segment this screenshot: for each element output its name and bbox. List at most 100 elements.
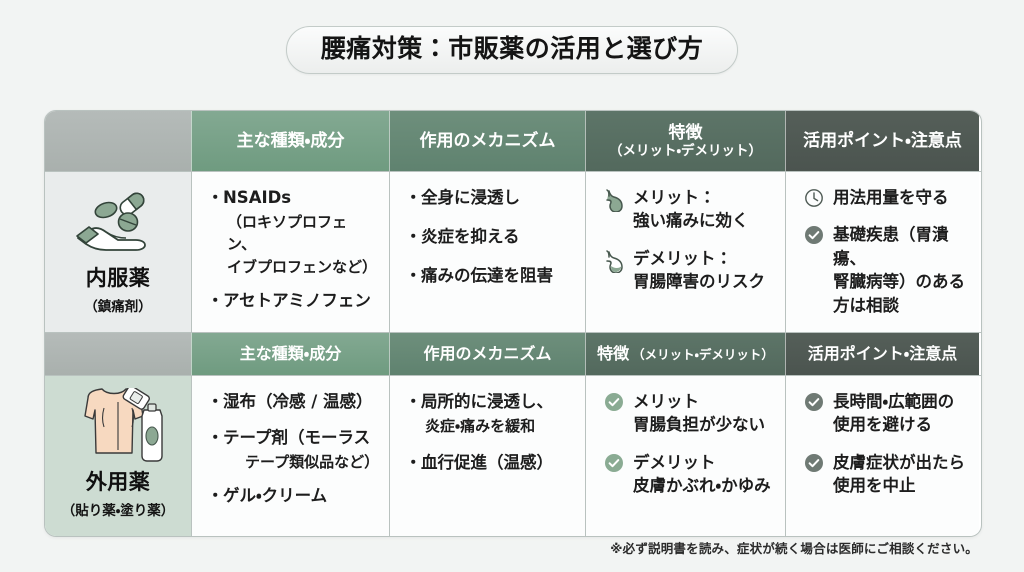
mechanism-list: 全身に浸透し 炎症を抑える 痛みの伝達を阻害 xyxy=(405,186,571,289)
stomach-outline-icon xyxy=(602,247,626,273)
list-item: 痛みの伝達を阻害 xyxy=(405,264,571,289)
list-item: デメリット 皮膚かぶれ・かゆみ xyxy=(602,451,771,498)
header-cell-mechanism: 作用のメカニズム xyxy=(389,111,585,171)
clock-icon xyxy=(802,186,826,208)
types-list: NSAIDs （ロキソプロフェン、 イブプロフェンなど） アセトアミノフェン xyxy=(207,186,378,314)
feature-line1: メリット xyxy=(633,392,699,411)
feature-line1: デメリット xyxy=(633,452,716,472)
feature-text: デメリット： 胃腸障害のリスク xyxy=(633,247,765,294)
list-item: 用法用量を守る xyxy=(802,186,965,209)
list-item: ゲル・クリーム xyxy=(207,484,375,509)
feature-text: メリット： 強い痛みに効く xyxy=(633,186,749,233)
item-text: 湿布（冷感 / 温感） xyxy=(223,392,373,411)
tip-line1: 長時間・広範囲の xyxy=(833,392,955,411)
item-text: アセトアミノフェン xyxy=(223,291,371,311)
features-list: メリット： 強い痛みに効く デメリ xyxy=(602,186,771,294)
cell-tips-gaiyouyaku: 長時間・広範囲の 使用を避ける 皮膚症状が出たら xyxy=(785,376,979,536)
check-circle-green-icon xyxy=(602,390,626,412)
cell-features-naifukuyaku: メリット： 強い痛みに効く デメリ xyxy=(585,172,785,332)
tip-text: 基礎疾患（胃潰瘍、 腎臓病等）のある 方は相談 xyxy=(833,223,965,317)
header2-cell-features: 特徴 （メリット・デメリット） xyxy=(585,333,785,375)
item-line2: 炎症・痛みを緩和 xyxy=(425,416,536,435)
item-subtext2: イブプロフェンなど） xyxy=(227,257,378,276)
title-container: 腰痛対策：市販薬の活用と選び方 xyxy=(0,0,1024,74)
row-sublabel-text: （鎮痛剤） xyxy=(84,299,152,316)
table-header-row-1: 主な種類・成分 作用のメカニズム 特徴 （メリット・デメリット） 活用ポイント・… xyxy=(45,111,981,171)
tip-line3: 方は相談 xyxy=(833,295,899,315)
header-label-types: 主な種類・成分 xyxy=(236,130,345,151)
header-cell-tips: 活用ポイント・注意点 xyxy=(785,111,979,171)
cell-mechanism-naifukuyaku: 全身に浸透し 炎症を抑える 痛みの伝達を阻害 xyxy=(389,172,585,332)
cell-features-gaiyouyaku: メリット 胃腸負担が少ない デメリット xyxy=(585,376,785,536)
header2-label-types: 主な種類・成分 xyxy=(239,344,342,364)
item-text: ゲル・クリーム xyxy=(223,486,328,505)
list-item: 基礎疾患（胃潰瘍、 腎臓病等）のある 方は相談 xyxy=(802,223,965,317)
header2-label-features: 特徴 xyxy=(597,344,630,364)
feature-line2: 強い痛みに効く xyxy=(633,211,749,231)
table-row-naifukuyaku: 内服薬 （鎮痛剤） NSAIDs （ロキソプロフェン、 イブプロフェンなど） ア… xyxy=(45,171,981,332)
list-item: 局所的に浸透し、 炎症・痛みを緩和 xyxy=(405,390,571,437)
list-item: 長時間・広範囲の 使用を避ける xyxy=(802,390,965,437)
list-item: メリット 胃腸負担が少ない xyxy=(602,390,771,437)
feature-text: デメリット 皮膚かぶれ・かゆみ xyxy=(633,451,771,498)
header-cell-features: 特徴 （メリット・デメリット） xyxy=(585,111,785,171)
item-text: テープ剤（モーラス xyxy=(223,427,371,447)
header2-cell-blank xyxy=(45,333,191,375)
header2-cell-mechanism: 作用のメカニズム xyxy=(389,333,585,375)
comparison-table: 主な種類・成分 作用のメカニズム 特徴 （メリット・デメリット） 活用ポイント・… xyxy=(44,110,982,537)
header-sublabel-features: （メリット・デメリット） xyxy=(608,143,763,160)
features-list: メリット 胃腸負担が少ない デメリット xyxy=(602,390,771,498)
title-pill: 腰痛対策：市販薬の活用と選び方 xyxy=(285,26,739,74)
check-circle-green-icon xyxy=(602,451,626,473)
list-item: デメリット： 胃腸障害のリスク xyxy=(602,247,771,294)
check-circle-gray-icon xyxy=(802,223,826,245)
table-row-gaiyouyaku: 外用薬 （貼り薬・塗り薬） 湿布（冷感 / 温感） テープ剤（モーラス テープ類… xyxy=(45,375,981,536)
list-item: 湿布（冷感 / 温感） xyxy=(207,390,375,415)
check-circle-gray-icon xyxy=(802,390,826,412)
item-line1: 血行促進（温感） xyxy=(421,453,553,473)
table-header-row-2: 主な種類・成分 作用のメカニズム 特徴 （メリット・デメリット） 活用ポイント・… xyxy=(45,332,981,375)
tip-line2: 使用を避ける xyxy=(833,415,932,435)
page-title: 腰痛対策：市販薬の活用と選び方 xyxy=(320,34,704,63)
header2-cell-types: 主な種類・成分 xyxy=(191,333,389,375)
tip-line1: 皮膚症状が出たら xyxy=(833,452,965,472)
header2-cell-tips: 活用ポイント・注意点 xyxy=(785,333,979,375)
cell-mechanism-gaiyouyaku: 局所的に浸透し、 炎症・痛みを緩和 血行促進（温感） xyxy=(389,376,585,536)
list-item: メリット： 強い痛みに効く xyxy=(602,186,771,233)
list-item: 炎症を抑える xyxy=(405,225,571,250)
list-item: 皮膚症状が出たら 使用を中止 xyxy=(802,451,965,498)
list-item: テープ剤（モーラス テープ類似品など） xyxy=(207,426,380,473)
cell-tips-naifukuyaku: 用法用量を守る 基礎疾患（胃潰瘍、 腎臓病等）のある 方は相談 xyxy=(785,172,979,332)
item-subtext: （ロキソプロフェン、 xyxy=(227,212,348,254)
torso-patch-cream-icon xyxy=(66,387,170,463)
feature-text: メリット 胃腸負担が少ない xyxy=(633,390,765,437)
feature-line2: 皮膚かぶれ・かゆみ xyxy=(633,476,771,496)
row-sublabel-text: （貼り薬・塗り薬） xyxy=(61,503,175,520)
tips-list: 用法用量を守る 基礎疾患（胃潰瘍、 腎臓病等）のある 方は相談 xyxy=(802,186,965,317)
item-subtext2: テープ類似品など） xyxy=(245,452,380,471)
tip-text: 長時間・広範囲の 使用を避ける xyxy=(833,390,954,437)
footnote: ※必ず説明書を読み、症状が続く場合は医師にご相談ください。 xyxy=(610,541,978,556)
header2-label-mechanism: 作用のメカニズム xyxy=(423,344,552,364)
stomach-filled-icon xyxy=(602,186,626,212)
header2-label-tips: 活用ポイント・注意点 xyxy=(807,344,958,364)
tip-line2: 使用を中止 xyxy=(833,476,916,496)
tips-list: 長時間・広範囲の 使用を避ける 皮膚症状が出たら xyxy=(802,390,965,498)
types-list: 湿布（冷感 / 温感） テープ剤（モーラス テープ類似品など） ゲル・クリーム xyxy=(207,390,380,509)
header-cell-types: 主な種類・成分 xyxy=(191,111,389,171)
header-cell-blank xyxy=(45,111,191,171)
cell-types-naifukuyaku: NSAIDs （ロキソプロフェン、 イブプロフェンなど） アセトアミノフェン xyxy=(191,172,389,332)
feature-line1: デメリット： xyxy=(633,248,732,268)
row-label-naifukuyaku: 内服薬 （鎮痛剤） xyxy=(45,172,191,332)
row-label-text: 内服薬 xyxy=(85,265,151,290)
list-item: アセトアミノフェン xyxy=(207,289,375,314)
mechanism-list: 局所的に浸透し、 炎症・痛みを緩和 血行促進（温感） xyxy=(405,390,571,476)
tip-line2: 腎臓病等）のある xyxy=(833,272,965,292)
tip-text: 用法用量を守る xyxy=(833,188,949,207)
header-label-tips: 活用ポイント・注意点 xyxy=(803,130,962,151)
tip-text: 皮膚症状が出たら 使用を中止 xyxy=(833,451,965,498)
row-label-text: 外用薬 xyxy=(85,469,151,494)
list-item: 血行促進（温感） xyxy=(405,451,571,476)
check-circle-gray-icon xyxy=(802,451,826,473)
